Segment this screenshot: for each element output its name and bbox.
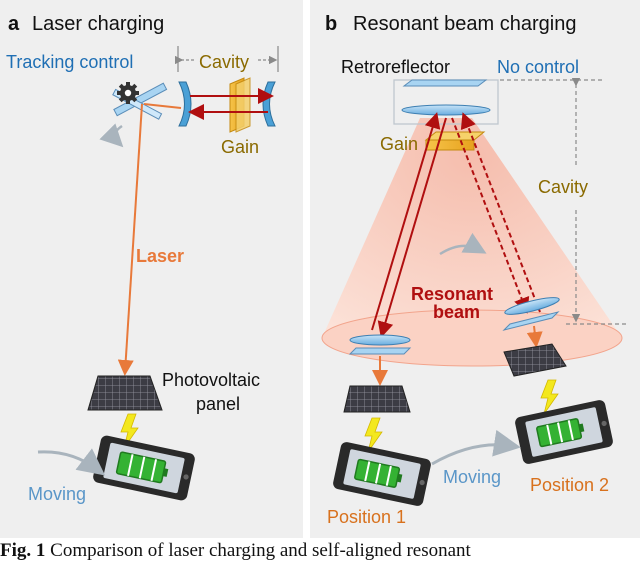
retroreflector-label: Retroreflector — [341, 57, 450, 77]
panel-a-gain-label: Gain — [221, 137, 259, 157]
laser-beam — [117, 103, 143, 376]
panel-b-moving-label: Moving — [443, 467, 501, 487]
cone-rotation-arrow — [439, 232, 487, 256]
receiver-lens-position1 — [348, 334, 412, 355]
panel-b-cavity-label: Cavity — [538, 177, 588, 197]
laser-label: Laser — [136, 246, 184, 266]
panel-a-moving-arrow — [37, 448, 106, 476]
panel-b-battery-icon-position2 — [536, 418, 585, 448]
panel-a-battery-icon — [115, 451, 169, 484]
figure-caption: Fig. 1 Comparison of laser charging and … — [0, 540, 640, 567]
resonant-beam-position1 — [371, 112, 447, 338]
panel-a-letter: a — [8, 13, 20, 35]
caption-label: Fig. 1 — [0, 540, 46, 561]
mirror-rotation-arrow — [99, 123, 124, 148]
panel-b-moving-arrow — [431, 429, 521, 466]
panel-a-moving-label: Moving — [28, 484, 86, 504]
panel-a-title: Laser charging — [32, 13, 164, 35]
panel-b-photovoltaic-panel2 — [503, 343, 567, 377]
panel-b-lightning-icon1 — [364, 417, 383, 453]
panel-a-lightning-icon — [120, 413, 139, 449]
panel-a-gain-block — [229, 77, 251, 133]
receiver-lens-position2 — [502, 297, 560, 331]
no-control-label: No control — [497, 57, 579, 77]
panel-b-gain-label: Gain — [380, 134, 418, 154]
caption-text: Comparison of laser charging and self-al… — [50, 540, 471, 561]
tracking-control-label: Tracking control — [6, 52, 133, 72]
resonant-label-line2: beam — [433, 302, 480, 322]
panel-b-output-arrow2 — [526, 325, 543, 348]
position1-label: Position 1 — [327, 507, 406, 527]
retroreflector-optics — [401, 79, 491, 116]
photovoltaic-label-line1: Photovoltaic — [162, 370, 260, 390]
position2-label: Position 2 — [530, 475, 609, 495]
panel-b-lightning-icon2 — [540, 379, 559, 415]
cavity-output-beam — [143, 103, 182, 109]
panel-b-photovoltaic-panel1 — [343, 385, 411, 413]
gear-icon — [117, 82, 139, 104]
photovoltaic-label-line2: panel — [196, 394, 240, 414]
panel-b-cavity-dimension — [500, 78, 628, 325]
panel-a-cavity-label: Cavity — [199, 52, 249, 72]
resonant-beam-position2 — [451, 112, 541, 314]
resonant-label-line1: Resonant — [411, 284, 493, 304]
panel-b-title: Resonant beam charging — [353, 13, 576, 35]
panel-a-photovoltaic-panel — [87, 375, 163, 411]
panel-b-letter: b — [325, 13, 337, 35]
panel-b-battery-icon-position1 — [354, 458, 403, 488]
cavity-dimension-line — [175, 46, 279, 72]
